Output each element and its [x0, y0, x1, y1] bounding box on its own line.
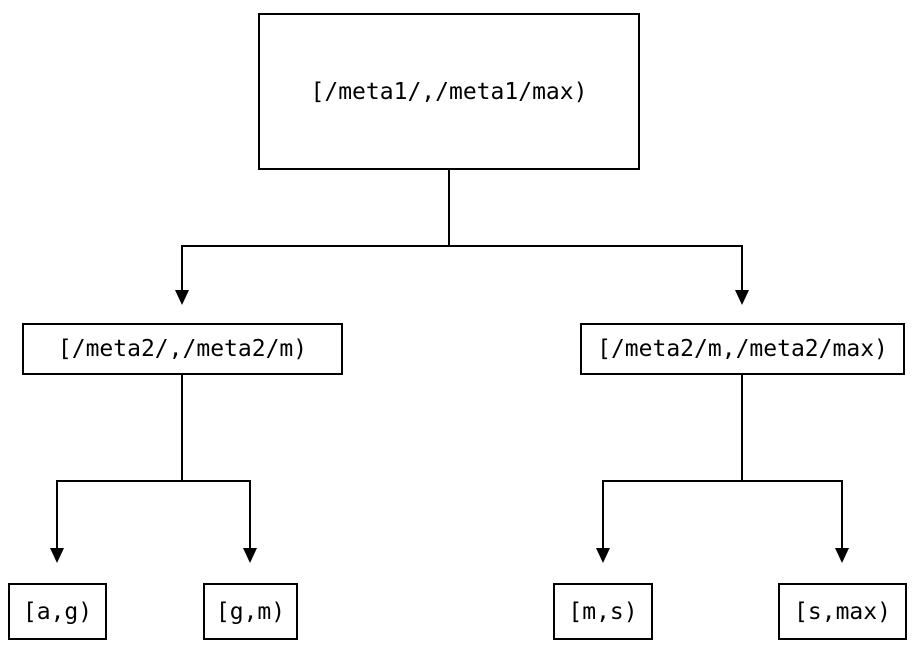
edge-root-horizontal-line: [181, 245, 743, 247]
arrowhead-down-icon: [835, 548, 849, 563]
edge-right-branch-left-stub-line: [602, 480, 604, 548]
leaf-label-g-m: [g,m): [215, 598, 286, 625]
left-branch-interval-node: [/meta2/,/meta2/m): [22, 323, 343, 375]
arrowhead-down-icon: [596, 548, 610, 563]
leaf-node-m-s: [m,s): [553, 583, 653, 640]
leaf-node-a-g: [a,g): [8, 583, 107, 640]
edge-root-right-stub-line: [741, 245, 743, 290]
arrowhead-down-icon: [243, 548, 257, 563]
leaf-node-g-m: [g,m): [203, 583, 298, 640]
edge-left-branch-horizontal-line: [56, 480, 251, 482]
leaf-node-s-max: [s,max): [778, 583, 907, 640]
root-interval-node: [/meta1/,/meta1/max): [258, 13, 640, 170]
edge-right-branch-right-stub-line: [841, 480, 843, 548]
root-interval-label: [/meta1/,/meta1/max): [310, 78, 588, 105]
edge-left-branch-right-stub-line: [249, 480, 251, 548]
left-branch-interval-label: [/meta2/,/meta2/m): [57, 336, 308, 362]
arrowhead-down-icon: [735, 290, 749, 305]
leaf-label-m-s: [m,s): [568, 598, 638, 625]
edge-left-branch-left-stub-line: [56, 480, 58, 548]
right-branch-interval-label: [/meta2/m,/meta2/max): [597, 336, 888, 362]
right-branch-interval-node: [/meta2/m,/meta2/max): [580, 323, 905, 375]
edge-root-trunk-line: [448, 170, 450, 247]
arrowhead-down-icon: [175, 290, 189, 305]
edge-root-left-stub-line: [181, 245, 183, 290]
edge-left-branch-trunk-line: [181, 375, 183, 481]
leaf-label-s-max: [s,max): [794, 598, 891, 625]
leaf-label-a-g: [a,g): [22, 598, 93, 625]
edge-right-branch-horizontal-line: [602, 480, 843, 482]
edge-right-branch-trunk-line: [741, 375, 743, 481]
arrowhead-down-icon: [50, 548, 64, 563]
